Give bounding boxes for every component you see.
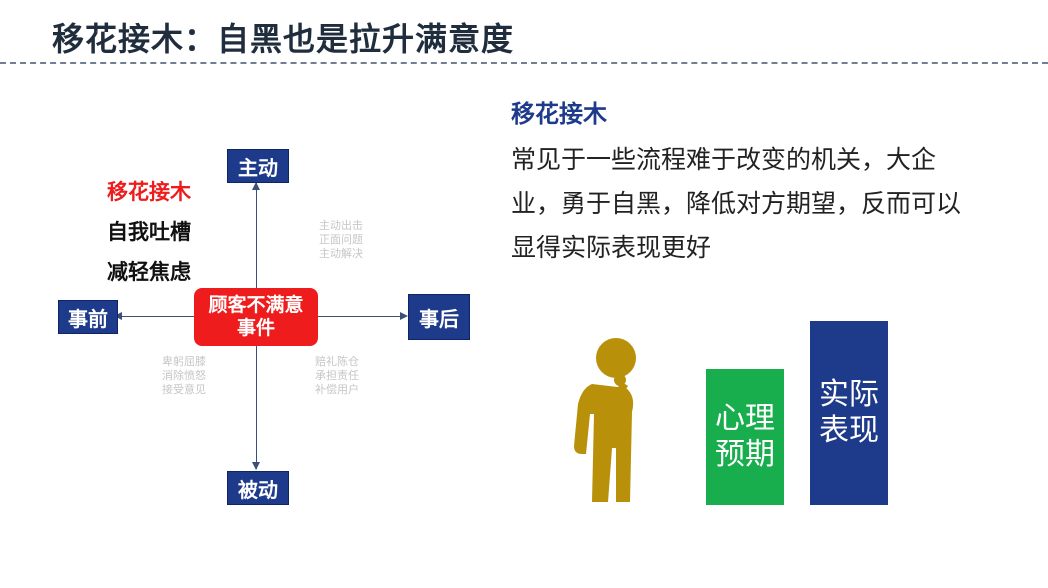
arrow-down-icon xyxy=(252,462,260,470)
section-heading: 移花接木 xyxy=(511,100,607,128)
keyword-highlight: 移花接木 xyxy=(107,180,191,204)
bar-actual-labels: 实际 表现 xyxy=(819,377,879,449)
quadrant-note-top-right: 主动出击 正面问题 主动解决 xyxy=(309,219,373,261)
quadrant-note-bottom-right: 赔礼陈仓 承担责任 补偿用户 xyxy=(305,355,369,397)
bar-expected-label-line1: 心理 xyxy=(715,401,775,436)
page-title: 移花接木：自黑也是拉升满意度 xyxy=(52,20,515,58)
note-line: 主动解决 xyxy=(319,247,363,260)
note-line: 卑躬屈膝 xyxy=(162,355,206,368)
center-node: 顾客不满意 事件 xyxy=(194,288,318,346)
section-body: 常见于一些流程难于改变的机关，大企业，勇于自黑，降低对方期望，反而可以显得实际表… xyxy=(511,145,962,262)
bar-expected-label-line2: 预期 xyxy=(715,437,775,472)
note-line: 接受意见 xyxy=(162,383,206,396)
note-line: 主动出击 xyxy=(319,219,363,232)
note-line: 补偿用户 xyxy=(315,383,359,396)
bar-actual: 实际 表现 xyxy=(810,321,888,505)
arrow-up-icon xyxy=(252,182,260,190)
note-line: 消除愤怒 xyxy=(162,369,206,382)
arrow-right-icon xyxy=(400,312,408,320)
title-divider xyxy=(0,62,1048,64)
bar-actual-label-line1: 实际 xyxy=(819,377,879,412)
thinking-person-icon xyxy=(574,338,636,502)
keyword: 减轻焦虑 xyxy=(107,260,191,284)
center-node-line1: 顾客不满意 xyxy=(208,294,304,316)
note-line: 承担责任 xyxy=(315,369,359,382)
quadrant-note-bottom-left: 卑躬屈膝 消除愤怒 接受意见 xyxy=(152,355,216,397)
center-node-line2: 事件 xyxy=(236,317,275,339)
axis-label-passive: 被动 xyxy=(227,471,289,505)
axis-label-before: 事前 xyxy=(58,300,118,334)
axis-label-proactive: 主动 xyxy=(227,149,289,183)
bar-actual-label-line2: 表现 xyxy=(819,413,879,448)
arrow-left-icon xyxy=(114,312,122,320)
axis-label-after: 事后 xyxy=(408,294,470,340)
note-line: 正面问题 xyxy=(319,233,363,246)
keyword: 自我吐槽 xyxy=(107,220,191,244)
note-line: 赔礼陈仓 xyxy=(315,355,359,368)
bar-expected: 心理 预期 xyxy=(706,369,784,505)
